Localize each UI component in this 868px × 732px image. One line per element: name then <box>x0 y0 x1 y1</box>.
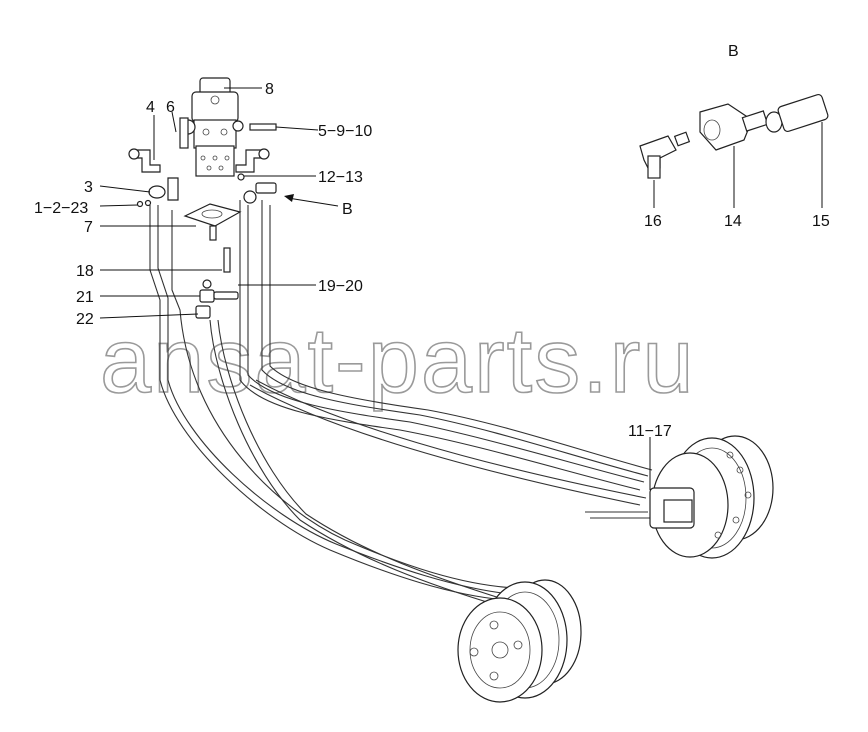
mounting-parts <box>136 185 242 273</box>
callout-21: 21 <box>76 289 94 306</box>
callout-5-9-10: 5−9−10 <box>318 123 372 140</box>
watermark: ansat-parts.ru <box>100 310 696 412</box>
hose-bundle <box>149 200 653 607</box>
callout-12-13: 12−13 <box>318 169 363 186</box>
callout-22: 22 <box>76 311 94 328</box>
fittings <box>128 117 277 204</box>
callout-8: 8 <box>265 81 274 98</box>
callout-4: 4 <box>146 99 155 116</box>
detail-b-parts <box>639 93 829 179</box>
detail-b-labels: B 16 14 15 <box>644 43 830 230</box>
callout-18: 18 <box>76 263 94 280</box>
callout-19-20: 19−20 <box>318 278 363 295</box>
lower-fittings <box>195 279 239 319</box>
callout-14: 14 <box>724 213 742 230</box>
callout-16: 16 <box>644 213 662 230</box>
wheel-motor-right <box>649 435 774 559</box>
wheel-motor-lower <box>457 579 582 703</box>
leader-lines <box>99 87 823 490</box>
arrow-b <box>284 194 294 202</box>
detail-b-title: B <box>728 43 739 60</box>
steering-valve-unit <box>180 77 277 177</box>
callout-11-17: 11−17 <box>628 423 672 440</box>
callout-b: B <box>342 201 353 218</box>
callout-15: 15 <box>812 213 830 230</box>
callout-3: 3 <box>84 179 93 196</box>
callout-1-2-23: 1−2−23 <box>34 200 88 217</box>
callout-labels: 8 4 6 5−9−10 12−13 3 1−2−23 B 7 18 19−20… <box>34 81 672 440</box>
callout-6: 6 <box>166 99 175 116</box>
callout-7: 7 <box>84 219 93 236</box>
